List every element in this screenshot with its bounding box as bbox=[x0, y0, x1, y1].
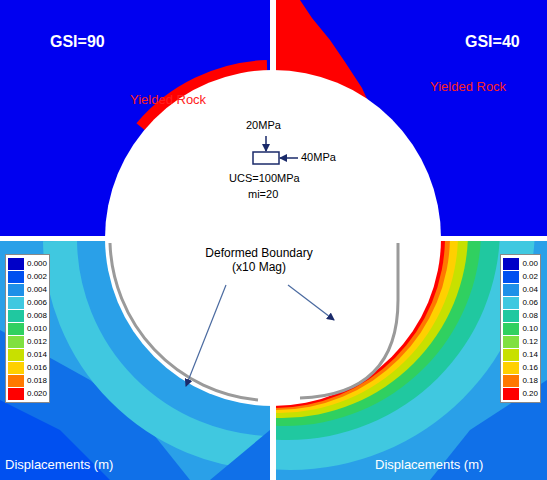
legend-swatch bbox=[8, 323, 24, 335]
legend-swatch bbox=[8, 375, 24, 387]
stress-value: 20MPa bbox=[246, 119, 281, 132]
legend-swatch bbox=[8, 388, 24, 400]
legend-value: 0.016 bbox=[27, 363, 47, 372]
legend-row: 0.08 bbox=[503, 309, 538, 322]
legend-value: 0.014 bbox=[27, 350, 47, 359]
legend-value: 0.000 bbox=[27, 259, 47, 268]
legend-value: 0.012 bbox=[27, 337, 47, 346]
zone-label: Yielded Rock bbox=[430, 80, 506, 95]
panel-title: GSI=40 bbox=[465, 33, 520, 51]
legend-value: 0.14 bbox=[522, 350, 538, 359]
legend-swatch bbox=[503, 323, 519, 335]
legend-swatch bbox=[503, 388, 519, 400]
legend-row: 0.018 bbox=[8, 374, 47, 387]
legend-row: 0.10 bbox=[503, 322, 538, 335]
legend-value: 0.002 bbox=[27, 272, 47, 281]
legend-row: 0.020 bbox=[8, 387, 47, 400]
legend-swatch bbox=[503, 310, 519, 322]
legend-value: 0.008 bbox=[27, 311, 47, 320]
legend-row: 0.02 bbox=[503, 270, 538, 283]
displacement-plot-right bbox=[276, 241, 547, 480]
legend-row: 0.04 bbox=[503, 283, 538, 296]
legend-value: 0.18 bbox=[522, 376, 538, 385]
legend-value: 0.010 bbox=[27, 324, 47, 333]
legend-swatch bbox=[503, 284, 519, 296]
legend-row: 0.010 bbox=[8, 322, 47, 335]
legend-value: 0.02 bbox=[522, 272, 538, 281]
legend-value: 0.16 bbox=[522, 363, 538, 372]
legend-row: 0.014 bbox=[8, 348, 47, 361]
legend-swatch bbox=[8, 349, 24, 361]
legend-row: 0.002 bbox=[8, 270, 47, 283]
legend-value: 0.020 bbox=[27, 389, 47, 398]
legend-row: 0.000 bbox=[8, 257, 47, 270]
legend-swatch bbox=[503, 349, 519, 361]
legend-row: 0.20 bbox=[503, 387, 538, 400]
legend-value: 0.06 bbox=[522, 298, 538, 307]
legend-value: 0.12 bbox=[522, 337, 538, 346]
legend-row: 0.14 bbox=[503, 348, 538, 361]
legend-swatch bbox=[8, 297, 24, 309]
stress-arrow bbox=[265, 136, 267, 151]
legend-swatch bbox=[8, 258, 24, 270]
legend-row: 0.016 bbox=[8, 361, 47, 374]
legend-swatch bbox=[503, 336, 519, 348]
rock-parameter: UCS=100MPa bbox=[229, 172, 300, 185]
leader-line bbox=[288, 285, 334, 320]
callout-label: Deformed Boundary (x10 Mag) bbox=[198, 247, 320, 275]
legend-swatch bbox=[503, 362, 519, 374]
stress-value: 40MPa bbox=[301, 151, 336, 164]
legend-row: 0.12 bbox=[503, 335, 538, 348]
rock-parameter: mi=20 bbox=[248, 188, 278, 201]
legend-row: 0.16 bbox=[503, 361, 538, 374]
leader-line bbox=[186, 285, 226, 386]
legend-row: 0.006 bbox=[8, 296, 47, 309]
legend-value: 0.018 bbox=[27, 376, 47, 385]
legend-swatch bbox=[8, 284, 24, 296]
legend-row: 0.012 bbox=[8, 335, 47, 348]
legend-value: 0.004 bbox=[27, 285, 47, 294]
legend-value: 0.08 bbox=[522, 311, 538, 320]
legend-swatch bbox=[8, 271, 24, 283]
deformed-boundary bbox=[300, 243, 398, 398]
legend-swatch bbox=[8, 362, 24, 374]
legend-value: 0.10 bbox=[522, 324, 538, 333]
legend-swatch bbox=[503, 375, 519, 387]
panel-title: GSI=90 bbox=[50, 33, 105, 51]
axis-caption: Displacements (m) bbox=[5, 458, 113, 473]
legend-swatch bbox=[503, 258, 519, 270]
legend-swatch bbox=[8, 336, 24, 348]
color-legend: 0.00 0.02 0.04 0.06 0.08 0.10 0.12 0.14 0.16 0.18… bbox=[500, 254, 541, 403]
legend-row: 0.008 bbox=[8, 309, 47, 322]
legend-value: 0.20 bbox=[522, 389, 538, 398]
legend-row: 0.004 bbox=[8, 283, 47, 296]
legend-swatch bbox=[503, 271, 519, 283]
stress-arrow bbox=[280, 157, 298, 159]
stress-element bbox=[253, 152, 279, 164]
legend-swatch bbox=[503, 297, 519, 309]
zone-label: Yielded Rock bbox=[130, 93, 206, 108]
legend-value: 0.006 bbox=[27, 298, 47, 307]
legend-value: 0.04 bbox=[522, 285, 538, 294]
legend-swatch bbox=[8, 310, 24, 322]
axis-caption: Displacements (m) bbox=[375, 458, 483, 473]
color-legend: 0.000 0.002 0.004 0.006 0.008 0.010 0.012 0.014… bbox=[5, 254, 50, 403]
legend-row: 0.18 bbox=[503, 374, 538, 387]
legend-value: 0.00 bbox=[522, 259, 538, 268]
legend-row: 0.00 bbox=[503, 257, 538, 270]
legend-row: 0.06 bbox=[503, 296, 538, 309]
